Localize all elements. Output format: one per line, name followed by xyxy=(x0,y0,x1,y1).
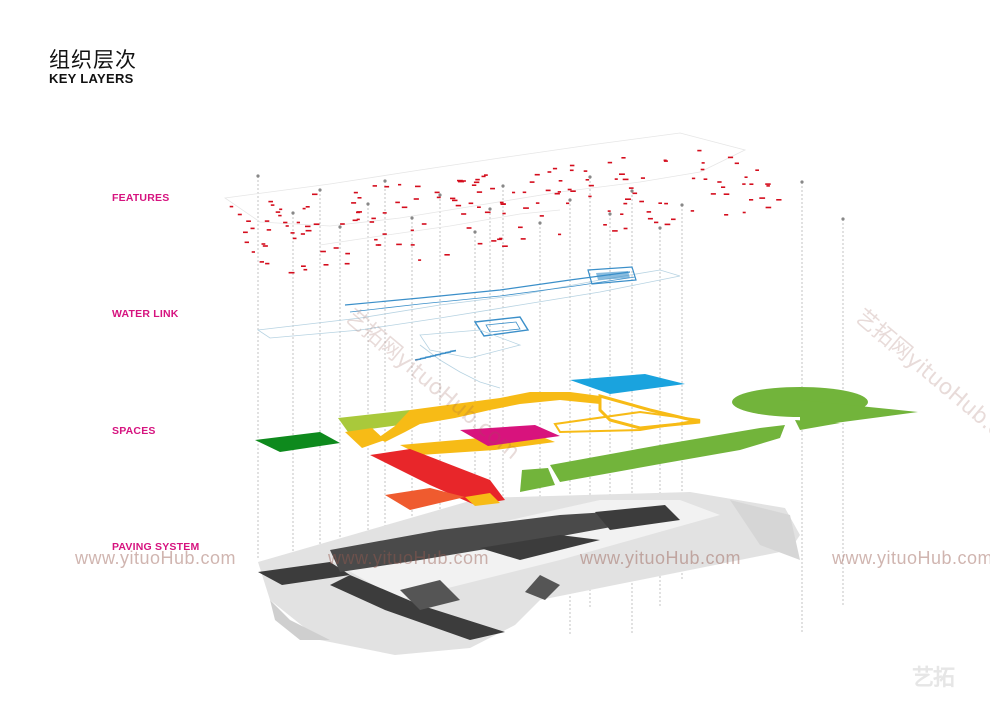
watermark-text: www.yituoHub.com xyxy=(328,548,490,568)
page-title-chinese: 组织层次 xyxy=(49,48,137,72)
layer-label-spaces: SPACES xyxy=(112,425,156,437)
watermark-text: www.yituoHub.com xyxy=(580,548,742,568)
watermark-logo: 艺拓 xyxy=(912,666,955,691)
paving-layer xyxy=(258,492,800,655)
layer-label-features: FEATURES xyxy=(112,192,170,204)
layer-label-water-link: WATER LINK xyxy=(112,308,179,320)
features-layer xyxy=(223,132,782,274)
watermark-text: www.yituoHub.com xyxy=(832,548,990,568)
water-link-layer xyxy=(256,266,681,389)
watermark-text: www.yituoHub.com xyxy=(75,548,237,568)
page-title-english: KEY LAYERS xyxy=(49,71,134,86)
layer-label-paving-system: PAVING SYSTEM xyxy=(112,541,200,553)
spaces-layer xyxy=(255,374,918,510)
